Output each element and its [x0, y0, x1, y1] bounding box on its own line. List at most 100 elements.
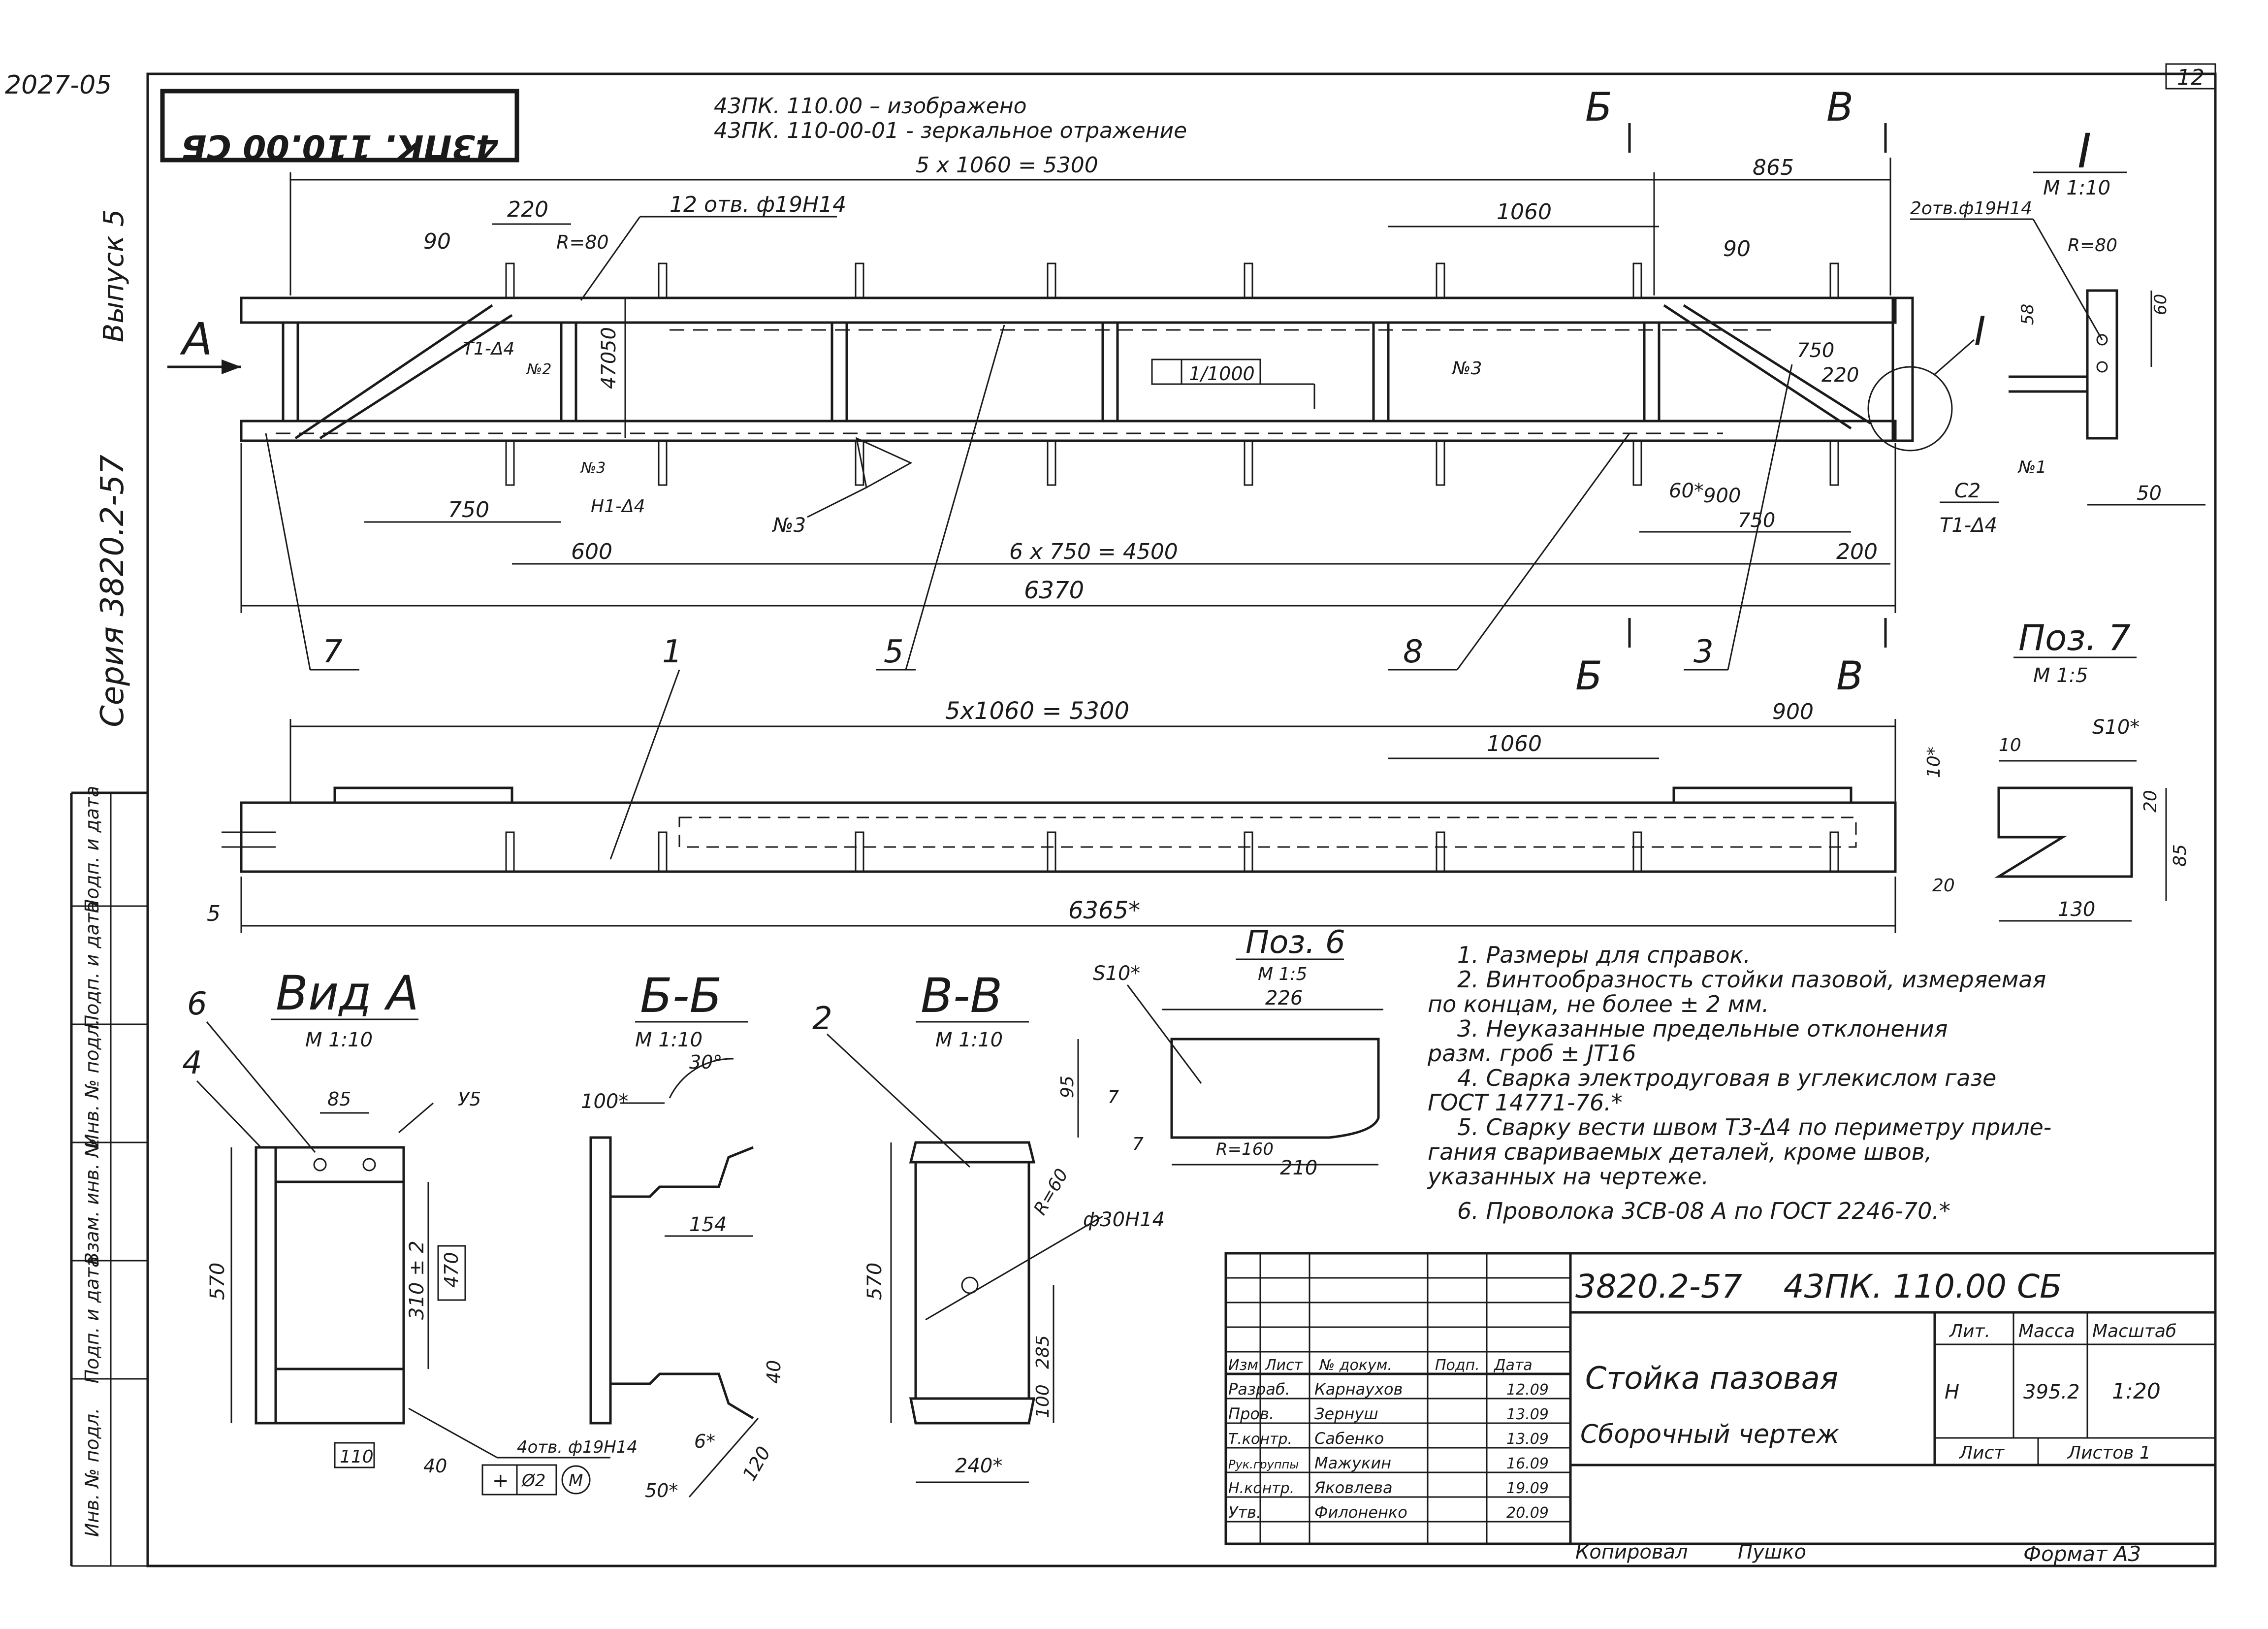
note-4: 4. Сварка электродуговая в углекислом га…	[1457, 1065, 1996, 1091]
note-2b: по концам, не более ± 2 мм.	[1428, 991, 1769, 1017]
issue-label: Выпуск 5	[98, 209, 130, 342]
tb-row6-date: 20.09	[1506, 1504, 1549, 1522]
pos6-scale: М 1:5	[1258, 964, 1307, 984]
note-1: 1. Размеры для справок.	[1457, 942, 1751, 968]
tb-head-izm: Изм	[1228, 1357, 1258, 1374]
dim-60: 60*	[1669, 480, 1704, 502]
pos7-title: Поз. 7	[2018, 617, 2131, 658]
tb-lit-label: Лит.	[1949, 1321, 1990, 1341]
left-strip-field-6: Инв. № подл.	[81, 1408, 103, 1537]
pos6-d95: 95	[1057, 1075, 1078, 1098]
dim-r80: R=80	[556, 231, 609, 253]
detail-i-weld-c2: С2	[1954, 480, 1981, 502]
section-bb-scale: М 1:10	[635, 1029, 703, 1051]
section-vv-label-2: 2	[812, 1001, 832, 1037]
dim-90-right: 90	[1723, 236, 1751, 261]
section-bb-d30: 30°	[689, 1051, 722, 1073]
footer-copier: Пушко	[1738, 1541, 1806, 1564]
weld-n2: №2	[526, 361, 551, 378]
view-a-holes: 4отв. ф19Н14	[517, 1437, 638, 1457]
tb-mass: 395.2	[2023, 1381, 2080, 1403]
tb-row4-name: Мажукин	[1314, 1454, 1391, 1472]
elev-dim-overall: 6365*	[1068, 897, 1140, 924]
dim-750-left: 750	[448, 497, 489, 522]
section-bb-d40: 40	[763, 1360, 785, 1384]
dim-600: 600	[571, 539, 612, 564]
view-a-label-6: 6	[187, 986, 207, 1022]
view-a-pos-m: М	[569, 1471, 583, 1491]
tb-code: 3820.2-57 43ПК. 110.00 СБ	[1575, 1268, 2062, 1305]
title-block: Изм Лист № докум. Подп. Дата Разраб. Кар…	[1224, 1252, 2217, 1545]
tb-row4-role: Рук.группы	[1228, 1458, 1299, 1471]
detail-i-weld-n1: №1	[2017, 457, 2046, 477]
weld-n3-left: №3	[580, 459, 606, 477]
flatness-tolerance: 1/1000	[1189, 363, 1255, 385]
tb-row3-date: 13.09	[1506, 1431, 1549, 1448]
pos-7-detail: Поз. 7 М 1:5 S10* 10* 10 20 85 20 130	[1924, 617, 2190, 922]
view-a-d85: 85	[327, 1088, 351, 1110]
tb-head-doc: № докум.	[1318, 1357, 1392, 1374]
tb-sheet-label: Лист	[1958, 1443, 2005, 1463]
note-2: 2. Винтообразность стойки пазовой, измер…	[1457, 966, 2046, 993]
section-vv-d285: 285	[1033, 1335, 1053, 1369]
weld-n3-mid: №3	[772, 514, 806, 537]
weld-n3-right: №3	[1451, 358, 1482, 379]
tb-head-date: Дата	[1493, 1357, 1533, 1374]
section-b-bottom: Б	[1575, 653, 1602, 699]
archive-number: 2027-05	[5, 70, 112, 100]
pos6-d226: 226	[1265, 987, 1303, 1010]
view-a-d310: 310 ± 2	[406, 1240, 428, 1320]
detail-i-r80: R=80	[2068, 235, 2117, 256]
pos6-title: Поз. 6	[1246, 924, 1345, 961]
section-vv-d240: 240*	[955, 1455, 1002, 1477]
pos-3-leader: 3	[1693, 634, 1714, 670]
pos-5-leader: 5	[884, 634, 904, 670]
section-bb-d100: 100*	[581, 1090, 628, 1113]
pos6-d7b: 7	[1132, 1134, 1144, 1154]
detail-i-weld-t1: Т1-Δ4	[1940, 514, 1997, 537]
note-6: 6. Проволока 3СВ-08 А по ГОСТ 2246-70.*	[1457, 1198, 1950, 1224]
dim-200: 200	[1836, 539, 1878, 564]
elev-dim-right: 900	[1772, 699, 1814, 724]
dim-750-right-a: 750	[1797, 339, 1834, 362]
tb-row6-role: Утв.	[1228, 1503, 1261, 1522]
section-vv-scale: М 1:10	[935, 1029, 1003, 1051]
technical-notes: 1. Размеры для справок. 2. Винтообразнос…	[1427, 942, 2051, 1224]
view-a-pos-symbol: +	[492, 1469, 509, 1492]
detail-i: I М 1:10 2отв.ф19Н14 R=80 58 60 С2 Т1-Δ4…	[1910, 124, 2205, 537]
pos6-r160: R=160	[1216, 1140, 1274, 1159]
variant-line-1: 43ПК. 110.00 – изображено	[714, 94, 1027, 119]
series-label: Серия 3820.2-57	[95, 455, 131, 727]
tb-doc-type: Сборочный чертеж	[1580, 1420, 1839, 1449]
section-vv-d570: 570	[863, 1263, 886, 1300]
section-b-top: Б	[1585, 84, 1612, 130]
detail-i-d50: 50	[2137, 482, 2162, 505]
section-v-top: В	[1826, 84, 1853, 130]
footer-copied: Копировал	[1575, 1541, 1688, 1564]
detail-i-callout-label: I	[1974, 308, 1986, 354]
tb-row2-role: Пров.	[1228, 1404, 1274, 1423]
view-a-pos-tol: Ø2	[521, 1471, 545, 1491]
pos7-d20a: 20	[2140, 790, 2161, 813]
tb-row2-date: 13.09	[1506, 1406, 1549, 1423]
elevation-beam	[240, 801, 1897, 873]
left-strip-field-4: Взам. инв. №	[81, 1138, 103, 1265]
pos6-plate	[1170, 1038, 1380, 1139]
weld-h1: Н1-Δ4	[591, 496, 645, 517]
tb-sheets-label: Листов 1	[2067, 1443, 2151, 1463]
detail-i-d58: 58	[2018, 304, 2038, 325]
tb-row5-role: Н.контр.	[1228, 1480, 1294, 1497]
pos7-s10: S10*	[2092, 716, 2140, 739]
tb-head-list: Лист	[1265, 1357, 1304, 1374]
view-a-label-4: 4	[182, 1045, 202, 1081]
left-strip-field-1: Подп. и дата	[81, 786, 103, 913]
detail-i-scale: М 1:10	[2043, 177, 2110, 199]
dim-pitch: 6 x 750 = 4500	[1009, 539, 1178, 564]
pos-1-leader: 1	[662, 634, 682, 670]
tb-mass-label: Масса	[2018, 1321, 2075, 1341]
view-a-d570: 570	[206, 1263, 229, 1300]
tb-row1-date: 12.09	[1506, 1381, 1549, 1399]
pos6-s10: S10*	[1093, 962, 1140, 985]
tb-row1-role: Разраб.	[1228, 1380, 1290, 1399]
